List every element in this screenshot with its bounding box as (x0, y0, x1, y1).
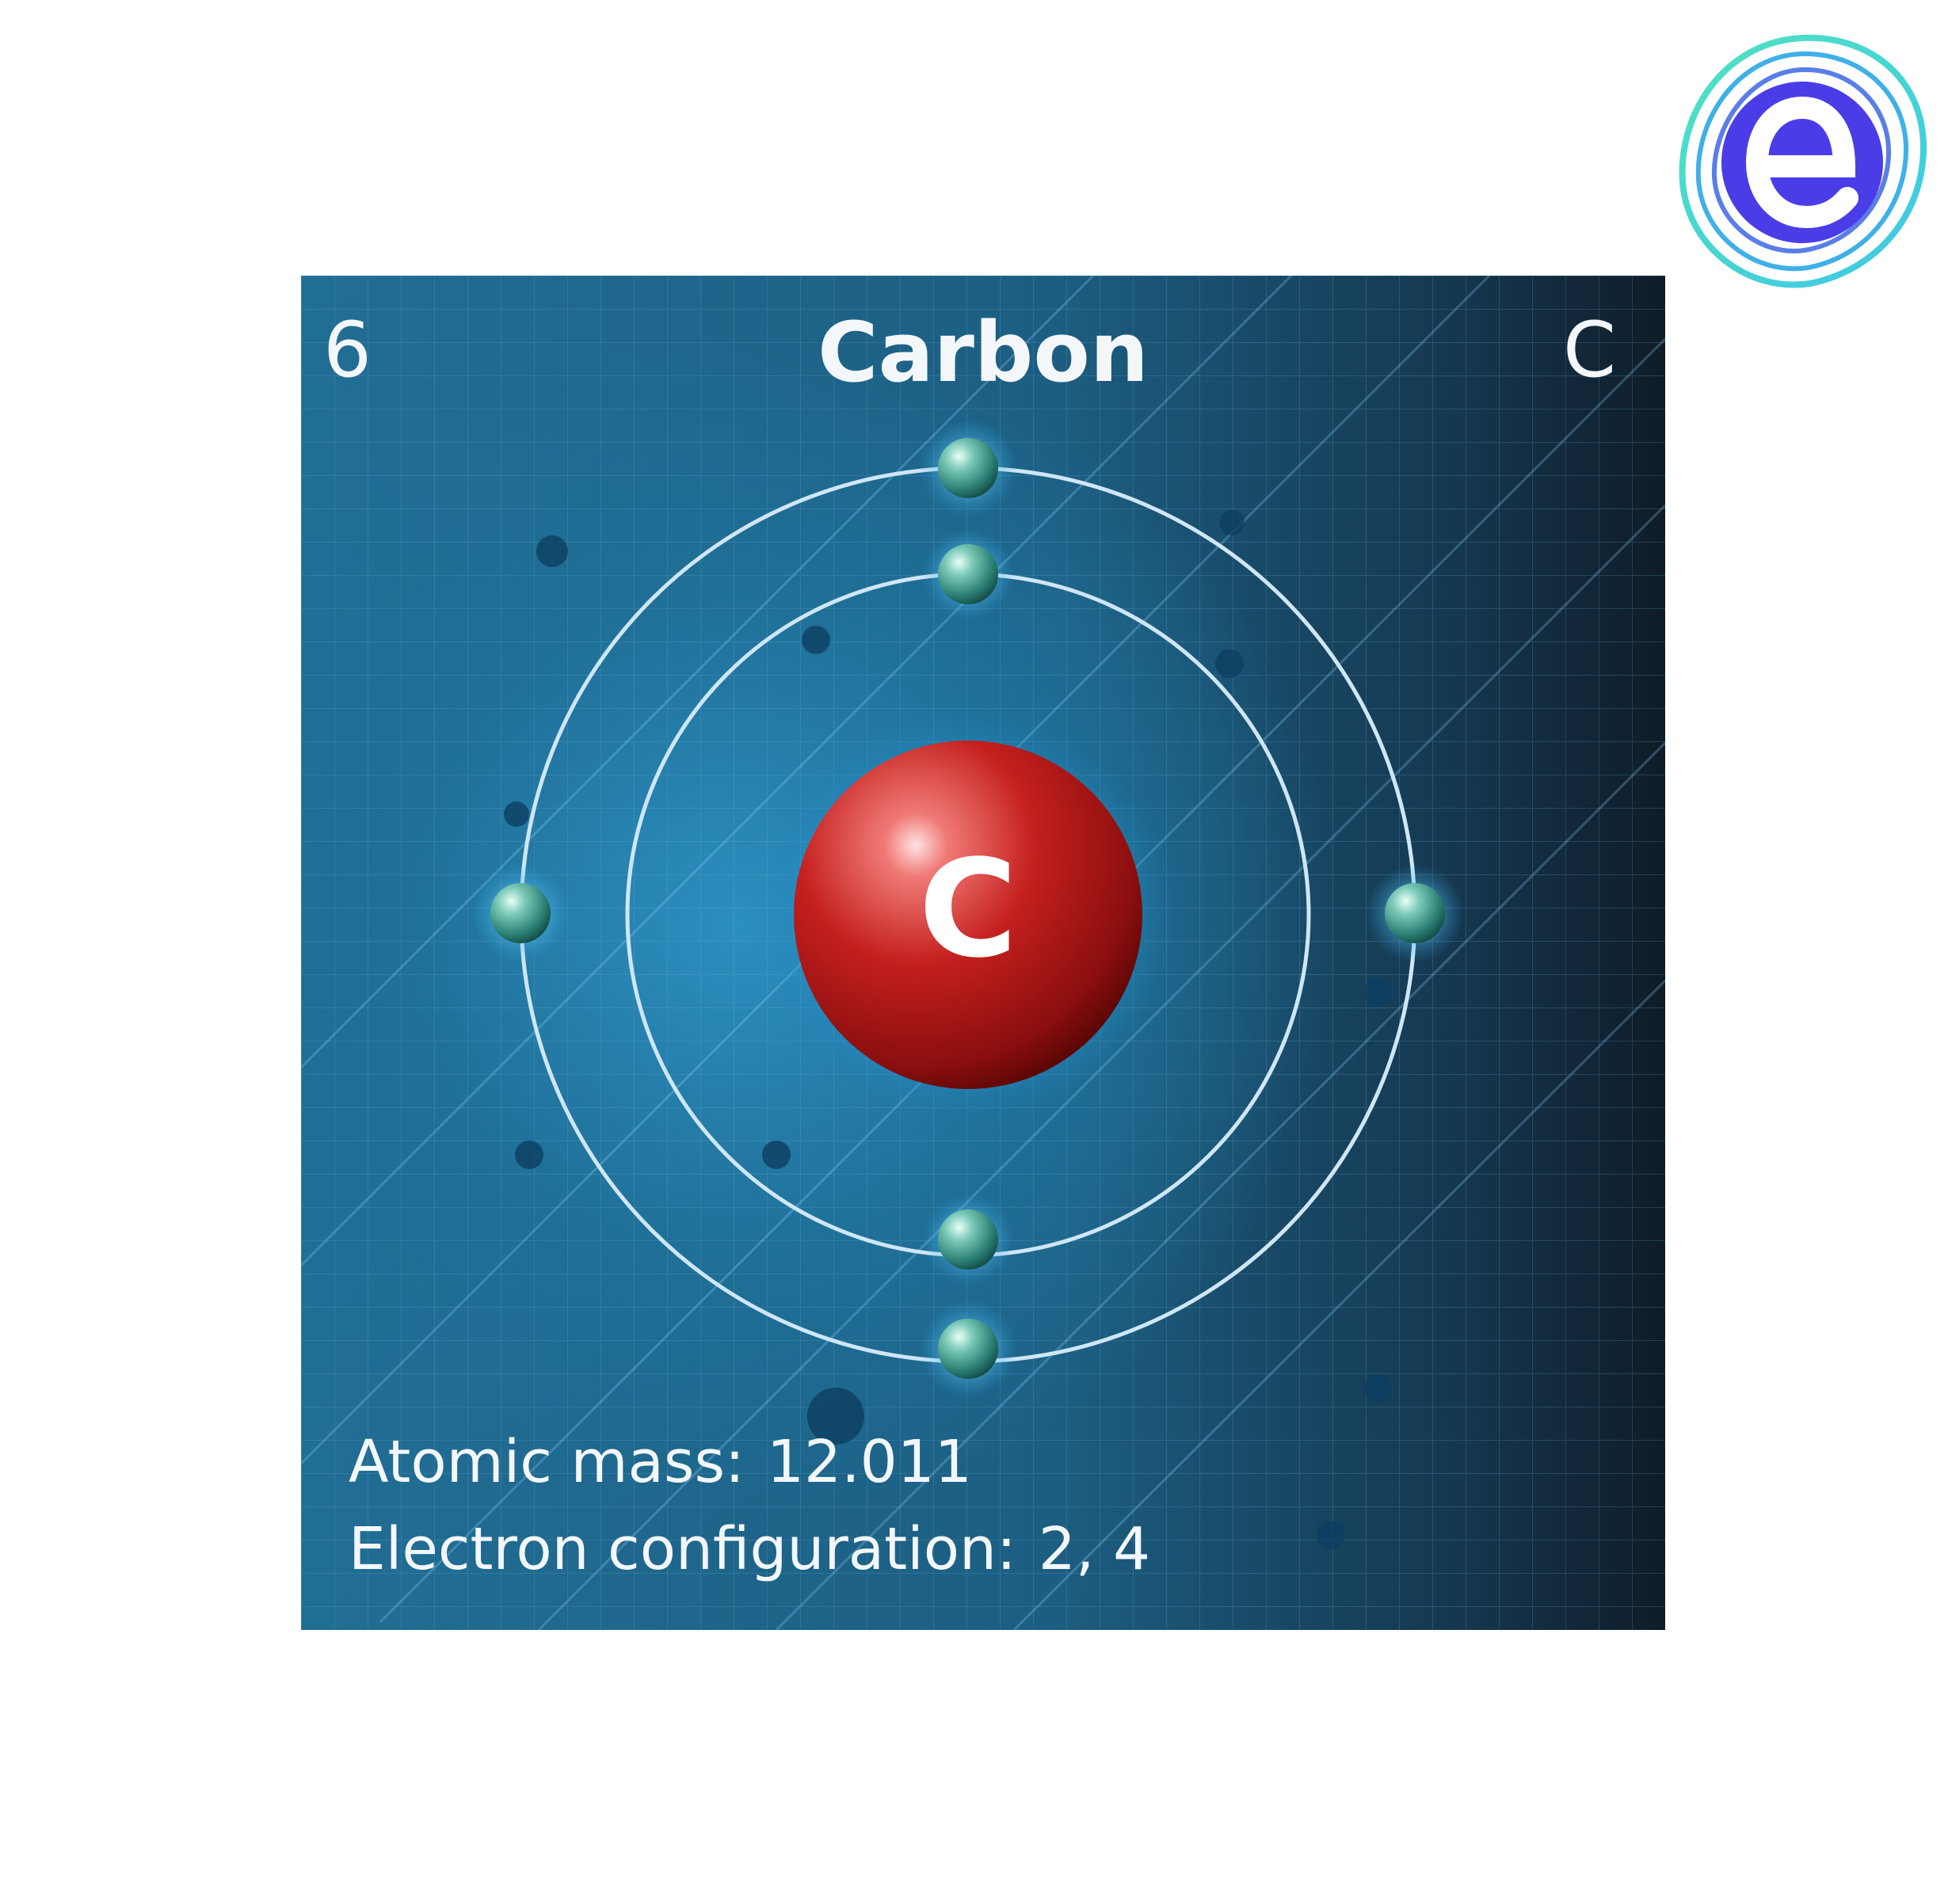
electron (919, 1300, 1017, 1398)
atomic-mass-label: Atomic mass: (349, 1428, 745, 1496)
element-card: C 6 Carbon C Atomic mass: 12.011 (301, 276, 1665, 1630)
electron (919, 419, 1017, 517)
electron (1366, 864, 1464, 962)
nucleus-label: C (919, 831, 1018, 988)
background-dots (504, 510, 1393, 1549)
atom-diagram: C (301, 276, 1665, 1630)
electron-configuration-value: 2, 4 (1038, 1515, 1151, 1583)
atomic-mass-value: 12.011 (766, 1428, 972, 1496)
atomic-number: 6 (323, 306, 372, 394)
electron (922, 1194, 1014, 1285)
electron-configuration-row: Electron configuration: 2, 4 (349, 1515, 1150, 1583)
element-symbol: C (1562, 306, 1616, 394)
e-logo-icon (1679, 34, 1927, 288)
electron (471, 864, 570, 962)
atomic-mass-row: Atomic mass: 12.011 (349, 1428, 972, 1496)
element-name: Carbon (818, 304, 1149, 401)
brand-logo (1672, 32, 1933, 293)
electron (922, 528, 1014, 620)
electron-configuration-label: Electron configuration: (349, 1515, 1016, 1583)
nucleus (794, 741, 1142, 1089)
